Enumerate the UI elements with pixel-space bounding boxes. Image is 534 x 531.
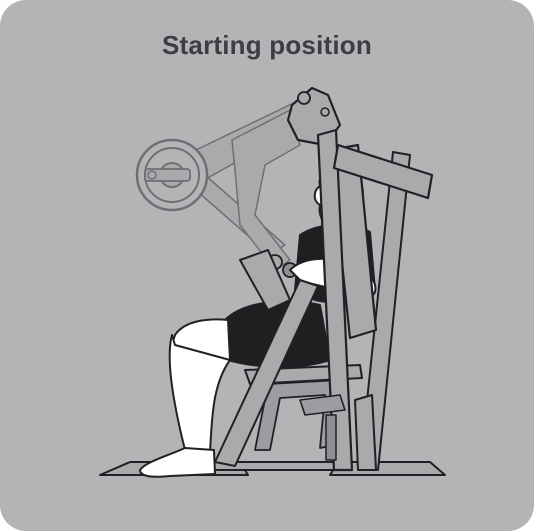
weight-plate [137,140,207,210]
